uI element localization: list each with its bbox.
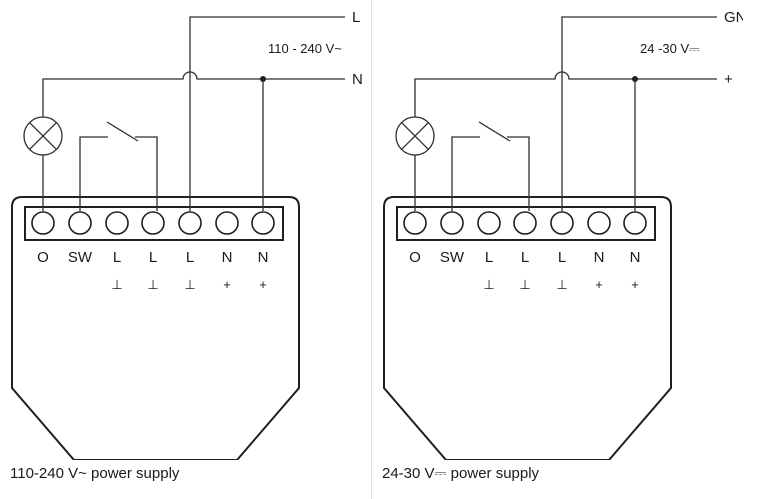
terminal-screw-5	[550, 211, 574, 235]
terminal-screw-2	[440, 211, 464, 235]
terminal-polarity-7: +	[631, 277, 639, 292]
terminal-label-2: SW	[68, 249, 93, 266]
terminal-screw-6	[587, 211, 611, 235]
terminal-screw-7	[623, 211, 647, 235]
terminal-screw-7	[251, 211, 275, 235]
panel-ac-supply: O SW L ⊥ L ⊥ L ⊥ N + N + L 110 - 240 V~ N 110-240 V~ p…	[0, 0, 371, 499]
terminal-polarity-4: ⊥	[147, 277, 158, 292]
terminal-screw-4	[513, 211, 537, 235]
wire-switch-l	[507, 136, 530, 211]
terminal-screw-3	[105, 211, 129, 235]
terminal-polarity-5: ⊥	[184, 277, 195, 292]
terminal-screw-5	[178, 211, 202, 235]
terminal-label-3: L	[113, 249, 121, 266]
terminal-screw-2	[68, 211, 92, 235]
terminal-screw-6	[215, 211, 239, 235]
terminal-label-1: O	[37, 249, 49, 266]
terminal-screw-3	[477, 211, 501, 235]
bottom-line-label: +	[724, 71, 733, 88]
wire-top-line	[561, 16, 717, 211]
switch-lever	[106, 121, 139, 142]
terminal-label-2: SW	[440, 249, 465, 266]
terminal-label-7: N	[630, 249, 641, 266]
panel-dc-supply: O SW L ⊥ L ⊥ L ⊥ N + N + GND 24 -30 V⎓ + 24-30 V⎓ powe…	[371, 0, 743, 499]
switch-lever	[478, 121, 511, 142]
wire-switch-l	[135, 136, 158, 211]
wire-bottom-line	[414, 71, 717, 117]
terminal-screw-1	[403, 211, 427, 235]
wire-bottom-line	[42, 71, 345, 117]
terminal-screw-1	[31, 211, 55, 235]
device-body	[383, 196, 672, 460]
terminal-label-7: N	[258, 249, 269, 266]
terminal-label-5: L	[558, 249, 566, 266]
terminal-label-4: L	[149, 249, 157, 266]
caption-dc: 24-30 V⎓ power supply	[382, 465, 540, 482]
top-line-label: GND	[724, 9, 743, 26]
terminal-label-5: L	[186, 249, 194, 266]
terminal-polarity-3: ⊥	[111, 277, 122, 292]
wire-switch-sw	[79, 136, 108, 211]
bottom-line-label: N	[352, 71, 363, 88]
wiring-diagram-dc: O SW L ⊥ L ⊥ L ⊥ N + N + GND 24 -30 V⎓ +	[383, 9, 743, 460]
terminal-polarity-6: +	[223, 277, 231, 292]
terminal-label-3: L	[485, 249, 493, 266]
device-body	[11, 196, 300, 460]
lamp-cross	[401, 122, 429, 150]
wiring-diagram-ac: O SW L ⊥ L ⊥ L ⊥ N + N + L 110 - 240 V~ N	[11, 9, 363, 460]
wire-top-line	[189, 16, 345, 211]
terminal-polarity-4: ⊥	[519, 277, 530, 292]
terminal-polarity-3: ⊥	[483, 277, 494, 292]
terminal-label-6: N	[222, 249, 233, 266]
terminal-polarity-5: ⊥	[556, 277, 567, 292]
voltage-label: 24 -30 V⎓	[640, 41, 700, 56]
terminal-label-4: L	[521, 249, 529, 266]
caption-ac: 110-240 V~ power supply	[10, 465, 180, 482]
lamp-cross	[29, 122, 57, 150]
terminal-label-6: N	[594, 249, 605, 266]
terminal-polarity-7: +	[259, 277, 267, 292]
terminal-screw-4	[141, 211, 165, 235]
voltage-label: 110 - 240 V~	[268, 41, 342, 56]
terminal-label-1: O	[409, 249, 421, 266]
terminal-polarity-6: +	[595, 277, 603, 292]
wire-switch-sw	[451, 136, 480, 211]
top-line-label: L	[352, 9, 360, 26]
